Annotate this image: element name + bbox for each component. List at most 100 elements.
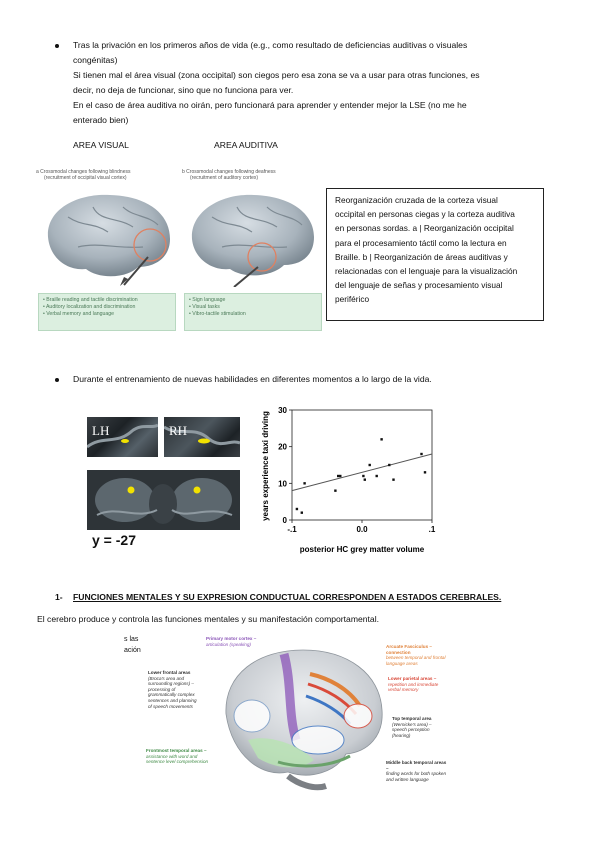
brain-blind-image	[47, 194, 170, 286]
bullet2-text: Durante el entrenamiento de nuevas habil…	[73, 374, 432, 384]
lower-parietal-annotation: Lower parietal areas – repetition and im…	[388, 676, 438, 693]
x-tick-label: .1	[429, 525, 436, 534]
panel-a-list: • Braille reading and tactile discrimina…	[38, 293, 176, 331]
data-point	[363, 478, 366, 481]
scatter-points	[295, 438, 427, 514]
panel-a-item: • Auditory localization and discriminati…	[43, 304, 136, 310]
mri-rh-texture	[164, 425, 240, 446]
mri-lh-panel: LH	[87, 417, 158, 457]
mri-coronal-panel	[87, 470, 240, 530]
x-tick-label: -.1	[287, 525, 297, 534]
panel-b-subtitle: (recruitment of auditory cortex)	[190, 175, 259, 181]
y-tick-label: 0	[283, 516, 288, 525]
caption-line: periférico	[335, 294, 370, 305]
primary-motor-annotation: Primary motor cortex – articulation (spe…	[206, 636, 256, 647]
section-number: 1-	[55, 592, 63, 602]
fragment-line: ación	[124, 647, 141, 654]
y-tick-label: 10	[278, 479, 287, 488]
annotation-line: language areas	[386, 660, 418, 666]
annotation-line: Arcuate Fasciculus – connection	[386, 644, 432, 655]
crossmodal-figure: a Crossmodal changes following blindness…	[36, 165, 328, 337]
annotation-line: finding words for both spoken	[386, 771, 447, 777]
y-tick-label: 30	[278, 406, 287, 415]
annotation-line: and written language	[386, 776, 429, 782]
brain-deaf-image	[191, 194, 314, 287]
panel-a-subtitle: (recruitment of occipital visual cortex)	[44, 175, 127, 181]
language-brain-image	[225, 649, 383, 791]
bullet-dot	[55, 378, 59, 382]
middle-back-temporal-annotation: Middle back temporal areas – finding wor…	[386, 760, 450, 782]
trend-line	[291, 453, 433, 492]
annotation-line: between temporal and frontal	[386, 655, 446, 661]
annotation-line: Top temporal area	[392, 716, 432, 721]
annotation-line: Primary motor cortex –	[206, 636, 257, 641]
mri-coord-label: y = -27	[92, 532, 136, 548]
panel-b-item: • Sign language	[189, 297, 226, 303]
bullet1-line: Tras la privación en los primeros años d…	[73, 40, 468, 50]
panel-a-title: a Crossmodal changes following blindness	[36, 169, 131, 175]
panel-b-title: b Crossmodal changes following deafness	[182, 169, 276, 175]
bullet-dot	[55, 44, 59, 48]
annotation-line: Lower frontal areas	[148, 670, 191, 675]
data-point	[380, 438, 383, 441]
mri-rh-panel: RH	[164, 417, 240, 457]
y-ticks: 0 10 20 30	[278, 406, 292, 525]
annotation-line: (Wernicke's area) –	[392, 721, 432, 727]
data-point	[368, 463, 371, 467]
data-point	[303, 482, 306, 485]
annotation-line: of speech movements	[148, 703, 193, 709]
x-tick-label: 0.0	[356, 525, 368, 534]
section-title: FUNCIONES MENTALES Y SU EXPRESION CONDUC…	[73, 592, 502, 602]
caption-line: Reorganización cruzada de la corteza vis…	[335, 195, 498, 205]
fragment-line: s las	[124, 636, 139, 643]
top-temporal-annotation: Top temporal area (Wernicke's area) – sp…	[392, 716, 432, 738]
data-point	[295, 507, 299, 511]
mri-lh-label: LH	[92, 423, 110, 438]
annotation-line: Middle back temporal areas –	[386, 760, 447, 771]
annotation-line: assistance with word and	[146, 753, 198, 759]
caption-line: del lenguaje de señas y procesamiento vi…	[335, 280, 503, 291]
bullet1-line: En el caso de área auditiva no oirán, pe…	[73, 100, 467, 110]
trend-line-group	[291, 453, 433, 492]
arcuate-annotation: Arcuate Fasciculus – connection between …	[386, 644, 450, 666]
annotation-line: Frontmost temporal areas –	[146, 748, 207, 753]
data-point	[423, 471, 427, 474]
annotation-line: verbal memory	[388, 687, 419, 693]
data-point	[300, 511, 303, 514]
label-area-auditiva: AREA AUDITIVA	[214, 140, 278, 150]
annotation-line: articulation (speaking)	[206, 641, 251, 647]
plot-frame	[291, 409, 433, 521]
panel-b-item: • Visual tasks	[189, 304, 220, 310]
annotation-line: speech perception	[392, 727, 430, 733]
bullet1-line: congénitas)	[73, 55, 118, 65]
x-ticks: -.1 0.0 .1	[287, 520, 436, 534]
panel-a-item: • Verbal memory and language	[43, 311, 115, 317]
annotation-line: surrounding regions) –	[148, 681, 194, 687]
mri-rh-label: RH	[169, 423, 188, 438]
front-temporal-annotation: Frontmost temporal areas – assistance wi…	[146, 748, 208, 765]
data-point	[334, 489, 337, 492]
annotation-line: Lower parietal areas –	[388, 676, 437, 681]
lower-frontal-annotation: Lower frontal areas (Broca's area and su…	[148, 670, 197, 709]
mri-lh-texture	[87, 423, 158, 449]
panel-a-item: • Braille reading and tactile discrimina…	[43, 297, 138, 303]
annotation-line: processing of	[148, 686, 176, 692]
data-point	[362, 474, 365, 478]
caption-line: para el procesamiento táctil como la lec…	[335, 237, 507, 248]
caption-line: relacionadas con el lenguaje para la vis…	[335, 266, 518, 277]
scatter-chart: 0 10 20 30 -.1 0.0 .1 posterior HC grey matte…	[261, 406, 436, 554]
intro-paragraph: El cerebro produce y controla las funcio…	[37, 614, 380, 624]
label-area-visual: AREA VISUAL	[73, 140, 129, 150]
language-brain-figure: Primary motor cortex – articulation (spe…	[140, 634, 450, 794]
data-point	[392, 478, 395, 481]
bullet1-line: Si tienen mal el área visual (zona occip…	[73, 70, 480, 80]
y-tick-label: 20	[278, 443, 287, 452]
data-point	[337, 474, 340, 478]
panel-b-item: • Vibro-tactile stimulation	[189, 311, 246, 317]
data-point	[388, 463, 391, 467]
bullet1-text: Tras la privación en los primeros años d…	[73, 38, 573, 128]
data-point	[420, 452, 423, 456]
x-axis-label: posterior HC grey matter volume	[300, 545, 425, 554]
data-point	[375, 474, 378, 478]
data-point	[339, 474, 342, 478]
